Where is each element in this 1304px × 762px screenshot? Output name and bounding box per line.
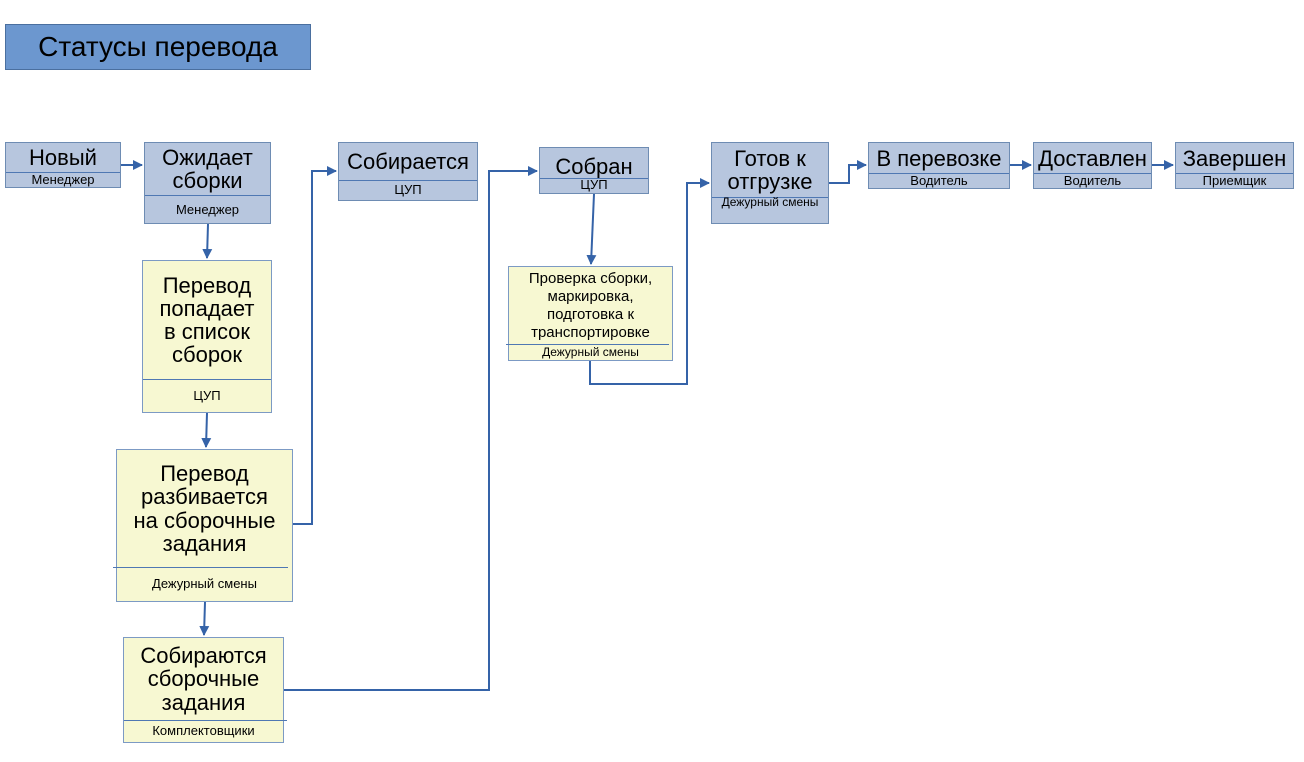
step-collect-role: Комплектовщики: [152, 723, 255, 738]
status-delivered-role: Водитель: [1063, 172, 1122, 188]
divider: [712, 197, 828, 198]
step-check-name: Проверка сборки, маркировка, подготовка …: [528, 270, 653, 341]
arrow-collect-to-assembled: [284, 166, 538, 691]
status-awaiting: Ожидает сборки Менеджер: [144, 142, 271, 224]
status-delivered: Доставлен Водитель: [1033, 142, 1152, 189]
divider: [540, 178, 648, 179]
step-collect-name: Собираются сборочные задания: [140, 643, 267, 715]
status-completed-name: Завершен: [1182, 146, 1287, 172]
status-assembling-name: Собирается: [347, 148, 469, 174]
step-split-name: Перевод разбивается на сборочные задания: [133, 461, 276, 556]
divider: [869, 173, 1009, 174]
status-awaiting-role: Менеджер: [175, 201, 240, 217]
step-collect: Собираются сборочные задания Комплектовщ…: [123, 637, 287, 743]
divider: [113, 567, 288, 568]
status-ready-role: Дежурный смены: [721, 195, 819, 209]
arrow-awaiting-to-list: [202, 223, 213, 259]
step-to-list-role: ЦУП: [193, 387, 221, 403]
step-to-list-name: Перевод попадает в список сборок: [159, 272, 255, 368]
arrow-ready-to-transit: [829, 160, 867, 184]
step-check: Проверка сборки, маркировка, подготовка …: [506, 266, 673, 361]
divider: [1034, 173, 1151, 174]
status-new: Новый Менеджер: [5, 142, 121, 188]
status-assembled: Собран ЦУП: [539, 147, 649, 194]
status-ready: Готов к отгрузке Дежурный смены: [711, 142, 829, 224]
step-split-role: Дежурный смены: [152, 576, 257, 591]
status-completed-role: Приемщик: [1202, 172, 1267, 188]
divider: [1176, 173, 1293, 174]
status-assembling-role: ЦУП: [394, 182, 422, 197]
status-assembling: Собирается ЦУП: [338, 142, 478, 201]
status-assembled-name: Собран: [555, 154, 633, 180]
status-ready-name: Готов к отгрузке: [727, 145, 813, 194]
divider: [339, 180, 477, 181]
arrow-check-to-ready: [589, 178, 710, 385]
diagram-title: Статусы перевода: [5, 24, 311, 70]
divider: [506, 344, 669, 345]
status-awaiting-name: Ожидает сборки: [162, 144, 253, 193]
status-assembled-role: ЦУП: [580, 176, 608, 192]
arrow-split-to-assembling: [293, 166, 337, 525]
divider: [145, 195, 270, 196]
divider: [143, 379, 271, 380]
step-check-role: Дежурный смены: [542, 344, 639, 359]
divider: [6, 172, 120, 173]
status-transit: В перевозке Водитель: [868, 142, 1010, 189]
arrow-assembled-to-check: [586, 193, 597, 265]
arrow-split-to-collect: [199, 601, 210, 636]
status-new-role: Менеджер: [31, 171, 95, 187]
status-new-name: Новый: [29, 145, 97, 171]
divider: [124, 720, 287, 721]
status-transit-name: В перевозке: [876, 146, 1002, 172]
status-completed: Завершен Приемщик: [1175, 142, 1294, 189]
status-delivered-name: Доставлен: [1038, 146, 1147, 172]
arrow-list-to-split: [201, 412, 212, 448]
step-to-list: Перевод попадает в список сборок ЦУП: [142, 260, 272, 413]
step-split: Перевод разбивается на сборочные задания…: [113, 449, 293, 602]
status-transit-role: Водитель: [910, 172, 968, 188]
